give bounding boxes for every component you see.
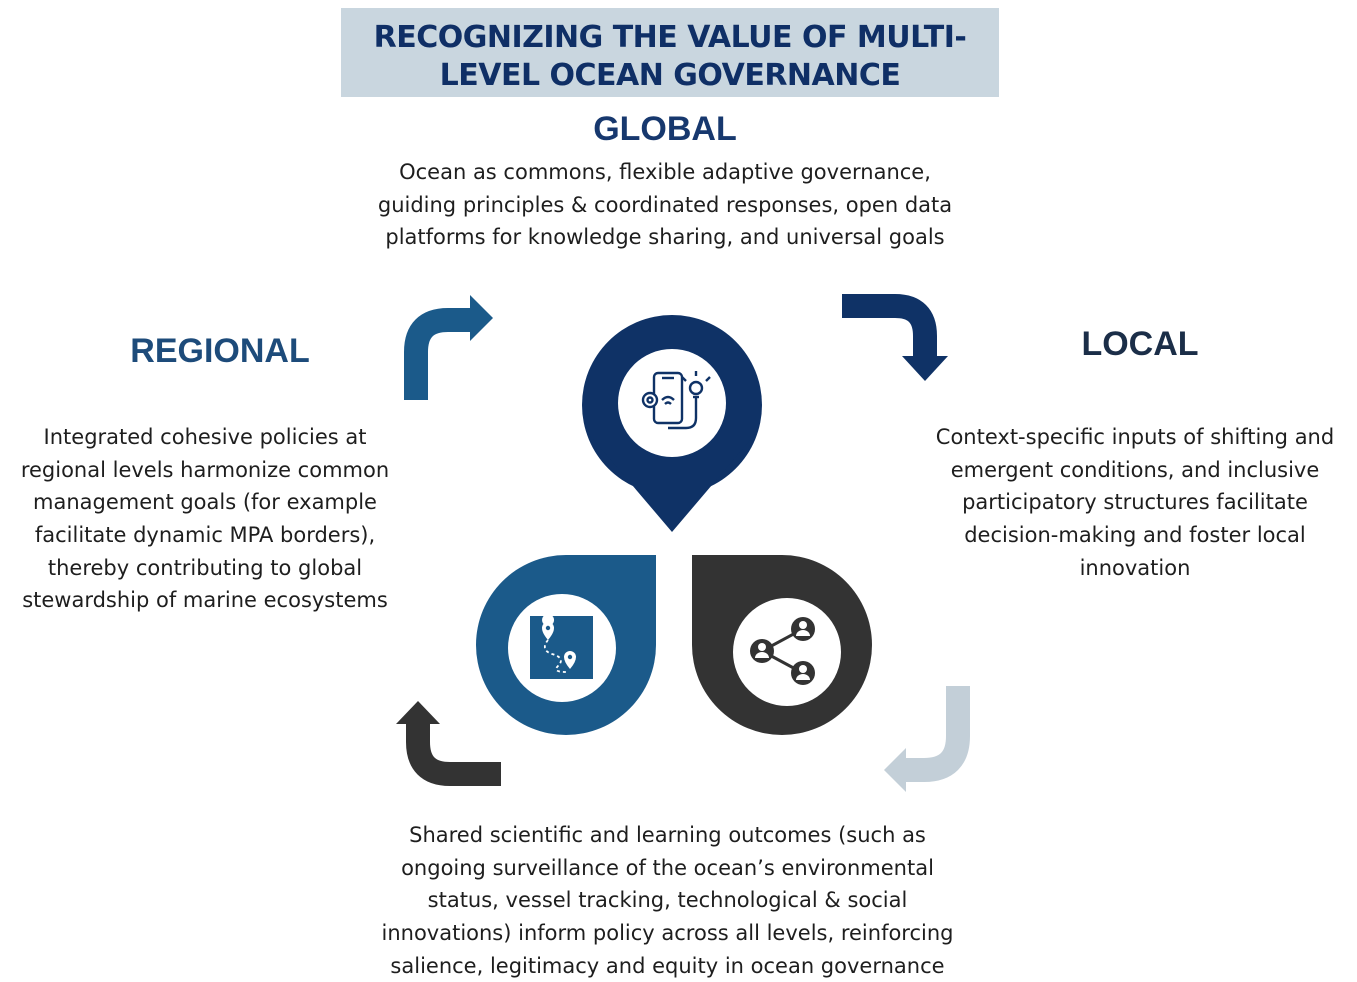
local-line: emergent conditions, and inclusive xyxy=(950,457,1320,482)
local-line: participatory structures facilitate xyxy=(962,490,1308,515)
local-heading: LOCAL xyxy=(1081,325,1199,363)
global-pin xyxy=(582,315,762,532)
arrow-global-to-local xyxy=(842,294,948,381)
regional-line: stewardship of marine ecosystems xyxy=(22,588,388,613)
outcomes-description: Shared scientific and learning outcomes … xyxy=(335,819,1000,982)
local-line: decision-making and foster local xyxy=(964,523,1306,548)
title-line-1: RECOGNIZING THE VALUE OF MULTI- xyxy=(373,20,967,55)
regional-description: Integrated cohesive policies at regional… xyxy=(0,421,410,617)
global-description: Ocean as commons, flexible adaptive gove… xyxy=(330,156,1000,254)
regional-droplet xyxy=(476,555,656,735)
regional-line: Integrated cohesive policies at xyxy=(43,425,367,449)
local-line: innovation xyxy=(1079,555,1191,580)
title-line-2: LEVEL OCEAN GOVERNANCE xyxy=(439,58,901,93)
people-network-icon xyxy=(750,617,815,685)
arrow-regional-to-global xyxy=(404,295,493,400)
map-route-icon xyxy=(530,614,593,679)
regional-line: facilitate dynamic MPA borders), xyxy=(34,523,376,548)
regional-heading: REGIONAL xyxy=(130,332,310,370)
outcomes-line: status, vessel tracking, technological &… xyxy=(427,888,908,913)
global-line: platforms for knowledge sharing, and uni… xyxy=(385,225,945,250)
outcomes-line: innovations) inform policy across all le… xyxy=(381,921,954,946)
local-description: Context-specific inputs of shifting and … xyxy=(915,421,1355,584)
outcomes-line: ongoing surveillance of the ocean’s envi… xyxy=(401,855,934,880)
outcomes-line: Shared scientific and learning outcomes … xyxy=(409,823,926,847)
local-droplet xyxy=(692,555,872,735)
regional-line: regional levels harmonize common xyxy=(20,457,390,482)
outcomes-line: salience, legitimacy and equity in ocean… xyxy=(390,953,945,978)
arrow-bottom-to-regional xyxy=(396,701,501,786)
local-line: Context-specific inputs of shifting and xyxy=(935,425,1335,449)
arrow-local-to-bottom xyxy=(884,686,970,792)
global-heading: GLOBAL xyxy=(593,110,737,148)
regional-line: management goals (for example xyxy=(33,490,377,515)
regional-line: thereby contributing to global xyxy=(47,555,363,580)
global-line: Ocean as commons, flexible adaptive gove… xyxy=(399,160,931,184)
smartphone-idea-icon xyxy=(641,371,711,430)
global-line: guiding principles & coordinated respons… xyxy=(377,192,953,217)
title-banner: RECOGNIZING THE VALUE OF MULTI- LEVEL OC… xyxy=(341,8,999,97)
